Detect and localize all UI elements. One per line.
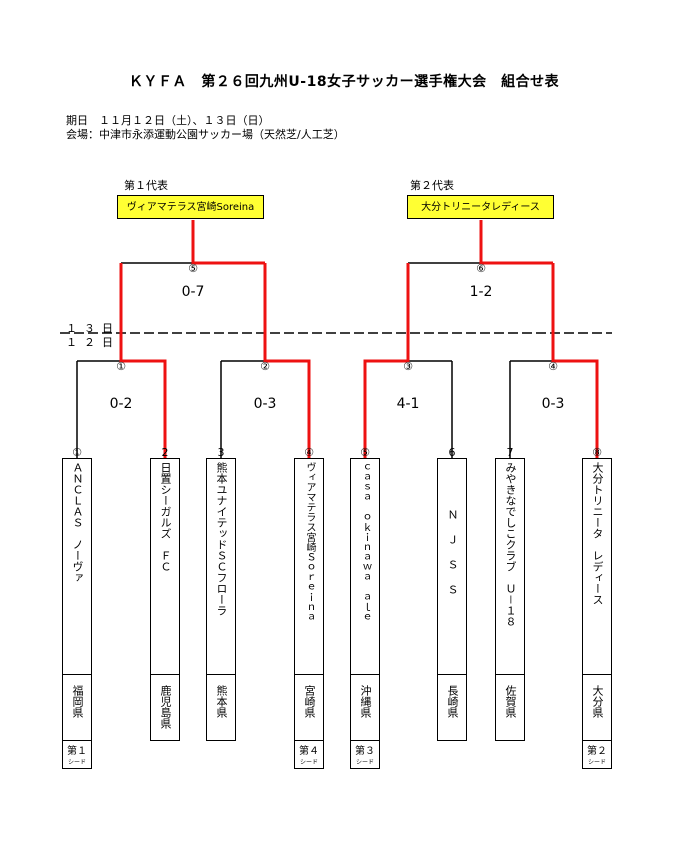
win-path-m4: [551, 263, 599, 458]
team-prefecture: 福岡県: [63, 674, 91, 740]
team-8-pos: ⑧: [592, 446, 602, 459]
team-box-7: みやきなでしこクラブ Ｕ－１８ 佐賀県: [495, 458, 525, 741]
team-name: ヴィアマテラス宮崎Ｓｏｒｅｉｎａ: [304, 462, 315, 622]
seed-badge-team-5: 第３ シード: [350, 741, 380, 769]
team-prefecture: 大分県: [583, 674, 611, 740]
venue-line: 会場：中津市永添運動公園サッカー場（天然芝/人工芝）: [66, 128, 345, 141]
seed-rank: 第４: [299, 746, 319, 757]
match-6-score: 1-2: [469, 284, 493, 300]
team-box-3: 熊本ユナイテッドＳＣフローラ 熊本県: [206, 458, 236, 741]
seed-rank: 第２: [587, 746, 607, 757]
match-3-score: 4-1: [396, 396, 420, 412]
win-path-m6: [479, 220, 553, 265]
team-name: 日置シーガルズ ＦＣ: [159, 462, 172, 572]
match-6-number: ⑥: [476, 262, 486, 275]
win-path-m5: [191, 220, 265, 265]
team-4-pos: ④: [304, 446, 314, 459]
rep-label-1: 第１代表: [124, 179, 168, 192]
team-box-2: 日置シーガルズ ＦＣ 鹿児島県: [150, 458, 180, 741]
team-box-1: ＡＮＣＬＡＳ ノーヴァ 福岡県: [62, 458, 92, 741]
rep-label-2: 第２代表: [410, 179, 454, 192]
match-4-score: 0-3: [541, 396, 565, 412]
win-path-m3: [363, 263, 410, 458]
seed-rank: 第１: [67, 746, 87, 757]
match-5-number: ⑤: [188, 262, 198, 275]
seed-rank: 第３: [355, 746, 375, 757]
seed-note: シード: [299, 759, 318, 766]
seed-badge-team-8: 第２ シード: [582, 741, 612, 769]
team-box-6: ＮＪＳＳ 長崎県: [437, 458, 467, 741]
team-name: みやきなでしこクラブ Ｕ－１８: [504, 462, 517, 627]
team-1-pos: ①: [72, 446, 82, 459]
team-3-pos: 3: [217, 446, 225, 459]
team-box-5: ｃａｓａ ｏｋｉｎａｗａ ａｌｅ 沖縄県: [350, 458, 380, 741]
bracket-black-lines: [76, 262, 553, 458]
seed-note: シード: [67, 759, 86, 766]
day-label-upper: １３日: [66, 322, 120, 335]
team-name: 熊本ユナイテッドＳＣフローラ: [215, 462, 228, 616]
team-name: 大分トリニータ レディース: [591, 462, 604, 605]
team-prefecture: 鹿児島県: [151, 674, 179, 740]
team-prefecture: 沖縄県: [351, 674, 379, 740]
match-3-number: ③: [403, 360, 413, 373]
seed-badge-team-1: 第１ シード: [62, 741, 92, 769]
team-box-4: ヴィアマテラス宮崎Ｓｏｒｅｉｎａ 宮崎県: [294, 458, 324, 741]
team-name: ＡＮＣＬＡＳ ノーヴァ: [71, 462, 84, 583]
match-4-number: ④: [548, 360, 558, 373]
match-2-number: ②: [260, 360, 270, 373]
seed-badge-team-4: 第４ シード: [294, 741, 324, 769]
bracket-winner-lines: [119, 220, 599, 458]
date-line: 期日 １１月１２日（土）、１３日（日）: [66, 114, 270, 127]
team-name: ＮＪＳＳ: [446, 509, 459, 609]
match-2-score: 0-3: [253, 396, 277, 412]
day-label-lower: １２日: [66, 336, 120, 349]
match-5-score: 0-7: [181, 284, 205, 300]
team-2-pos: 2: [161, 446, 169, 459]
page-title: ＫＹＦＡ 第２６回九州U-18女子サッカー選手権大会 組合せ表: [128, 74, 560, 90]
team-prefecture: 宮崎県: [295, 674, 323, 740]
team-prefecture: 佐賀県: [496, 674, 524, 740]
team-7-pos: 7: [506, 446, 514, 459]
team-6-pos: 6: [448, 446, 456, 459]
team-box-8: 大分トリニータ レディース 大分県: [582, 458, 612, 741]
win-path-m2: [263, 263, 311, 458]
team-prefecture: 長崎県: [438, 674, 466, 740]
team-5-pos: ⑤: [360, 446, 370, 459]
win-path-m1: [119, 263, 167, 458]
team-prefecture: 熊本県: [207, 674, 235, 740]
seed-note: シード: [355, 759, 374, 766]
seed-note: シード: [587, 759, 606, 766]
rep-team-box-2: 大分トリニータレディース: [407, 195, 554, 219]
team-name: ｃａｓａ ｏｋｉｎａｗａ ａｌｅ: [360, 462, 371, 622]
match-1-number: ①: [116, 360, 126, 373]
rep-team-box-1: ヴィアマテラス宮崎Soreina: [117, 195, 264, 219]
match-1-score: 0-2: [109, 396, 133, 412]
